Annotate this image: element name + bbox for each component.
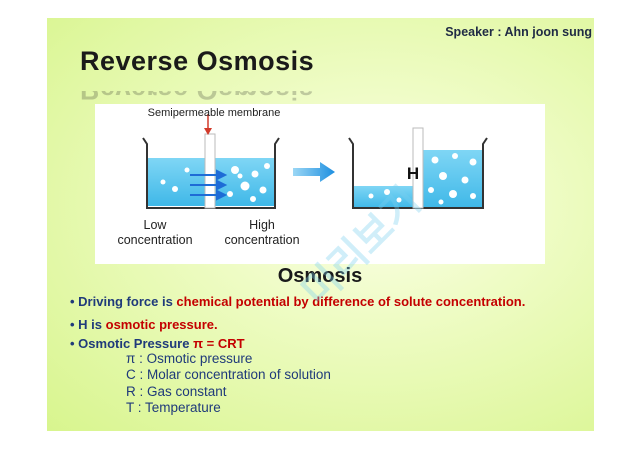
right-beaker-water-low <box>353 186 415 208</box>
bullet-osmotic-pressure-highlight: osmotic pressure. <box>105 317 218 332</box>
bullet-driving-force-highlight: chemical potential by difference of solu… <box>176 294 526 309</box>
slide-title-reflection: Reverse Osmosis <box>80 75 315 105</box>
diagram-illustration <box>142 114 488 209</box>
low-concentration-label-line2: concentration <box>117 233 193 247</box>
membrane-label: Semipermeable membrane <box>147 107 281 119</box>
definition-pi: π : Osmotic pressure <box>126 351 253 366</box>
bullet-osmotic-pressure-prefix: • H is <box>70 317 106 332</box>
bullet-driving-force-prefix: • Driving force is <box>70 294 177 309</box>
left-solute-particles <box>160 163 270 202</box>
high-concentration-label-line2: concentration <box>224 233 300 247</box>
solvent-flow-arrows <box>190 169 228 201</box>
bullet-osmotic-pressure: • H is osmotic pressure. <box>70 317 218 332</box>
title-group: Reverse Osmosis Reverse Osmosis <box>80 46 320 106</box>
definition-c: C : Molar concentration of solution <box>126 367 331 382</box>
speaker-label: Speaker : Ahn joon sung <box>445 25 592 39</box>
right-solute-particles <box>368 153 477 205</box>
osmosis-diagram: Semipermeable membrane Low concentration… <box>95 104 545 264</box>
left-beaker-water-low <box>147 158 207 206</box>
bullet-driving-force: • Driving force is chemical potential by… <box>70 294 525 309</box>
bullet-formula: • Osmotic Pressure π = CRT <box>70 336 245 351</box>
transition-arrow <box>293 162 335 182</box>
pressure-height-label: H <box>406 164 420 183</box>
right-membrane <box>412 127 424 209</box>
left-membrane <box>204 133 216 209</box>
high-concentration-label-line1: High <box>249 218 275 232</box>
definition-t: T : Temperature <box>126 400 221 415</box>
slide-title: Reverse Osmosis <box>80 46 315 76</box>
low-concentration-label-line1: Low <box>143 218 167 232</box>
definition-r: R : Gas constant <box>126 384 227 399</box>
section-heading: Osmosis <box>277 265 363 287</box>
bullet-formula-prefix: • Osmotic Pressure <box>70 336 194 351</box>
bullet-formula-highlight: π = CRT <box>193 336 245 351</box>
